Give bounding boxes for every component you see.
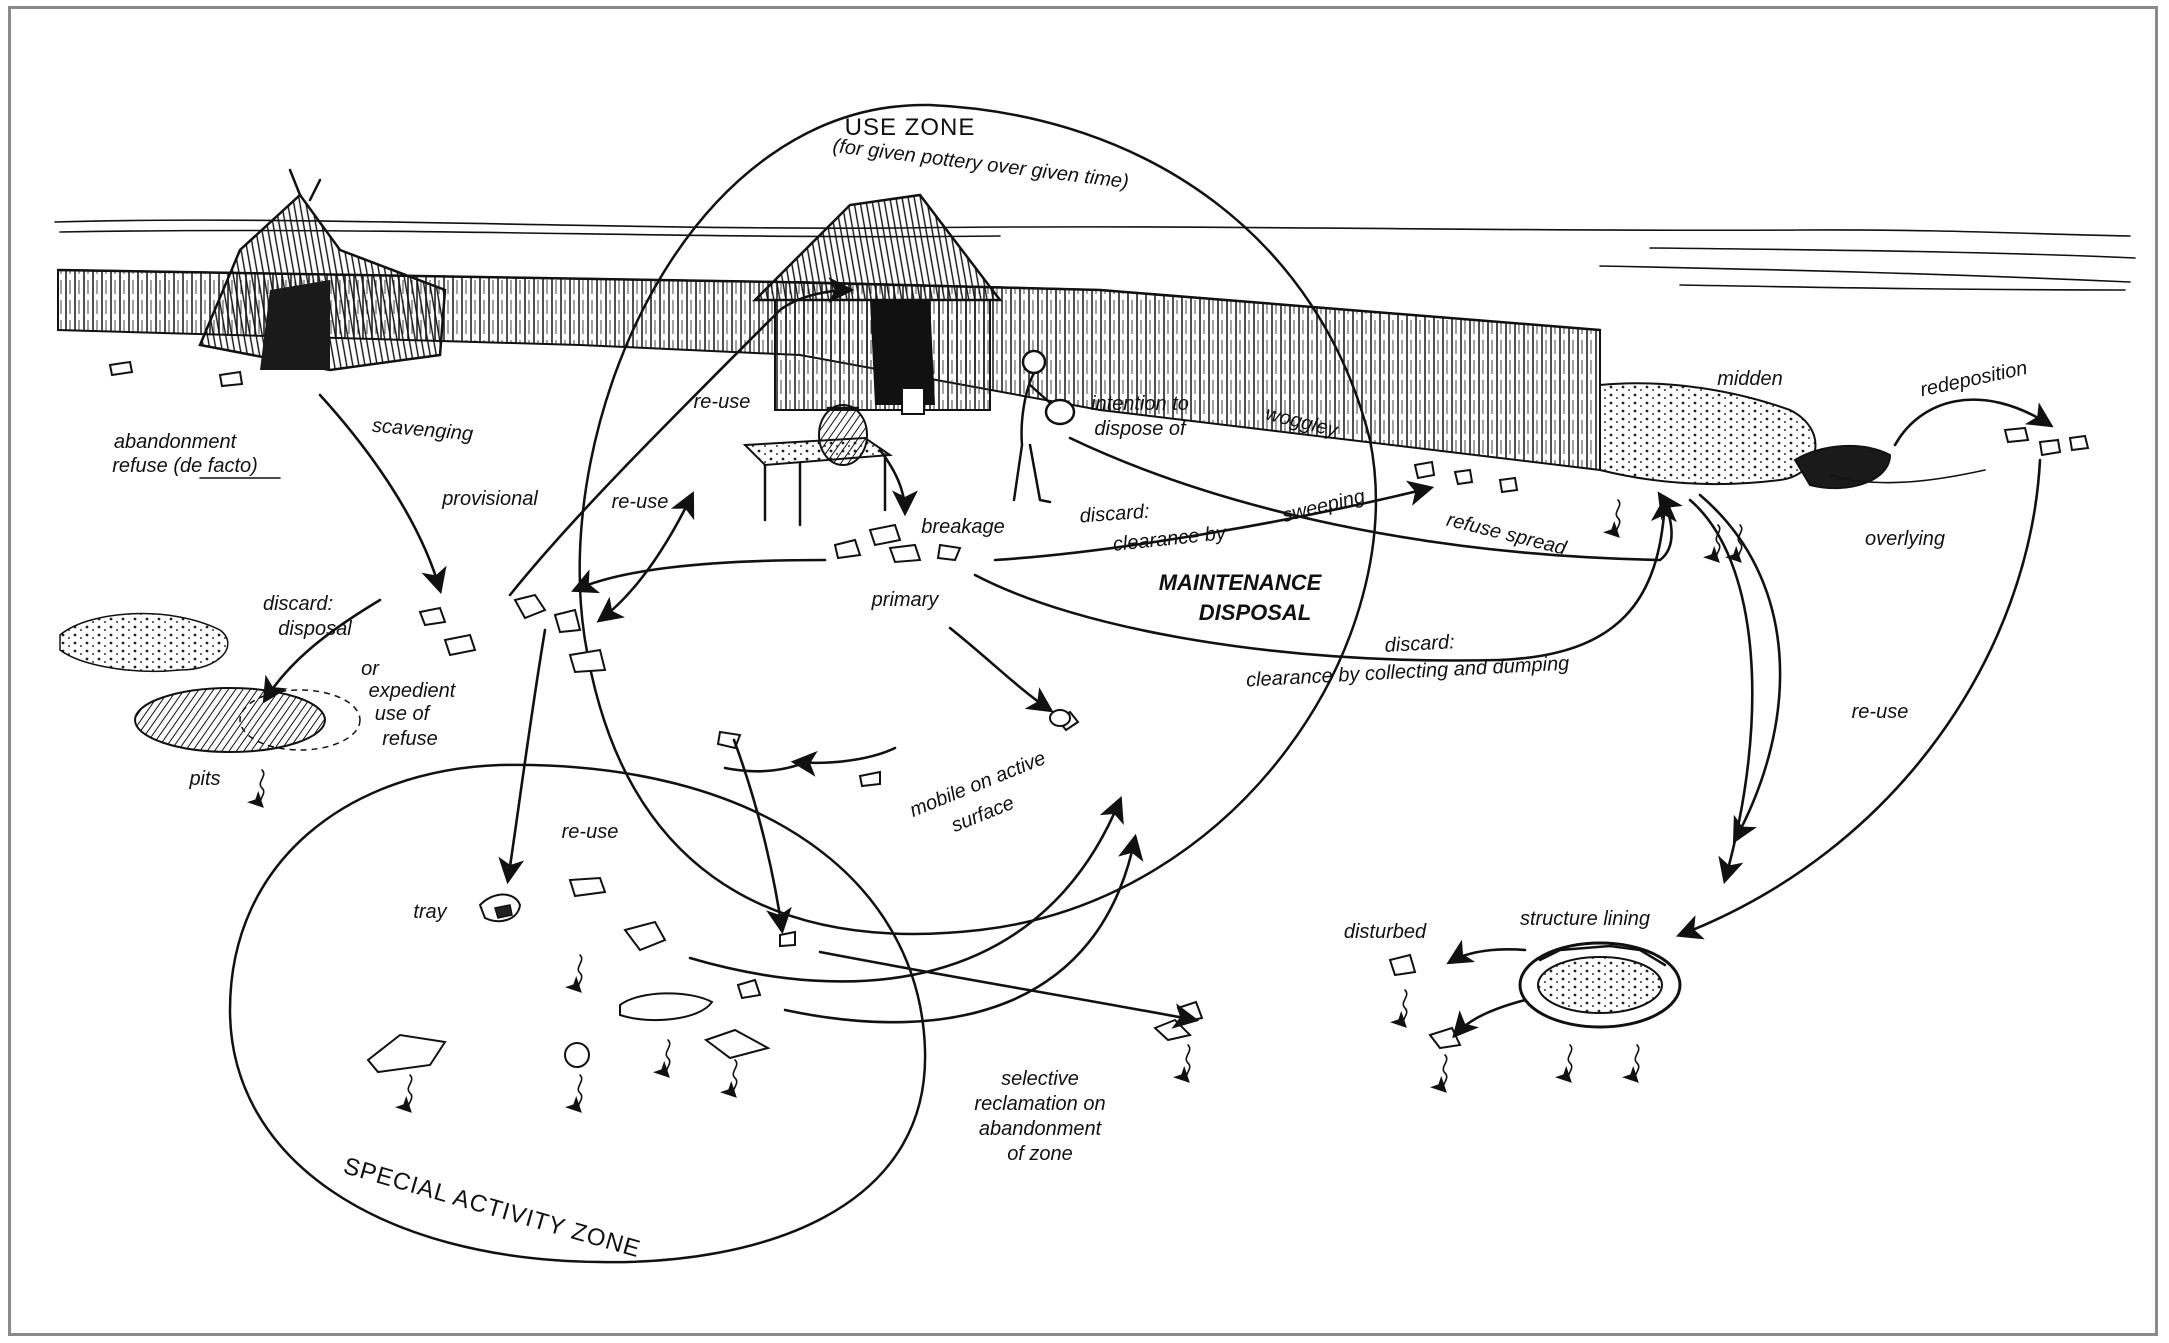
structure-lining-label: structure lining [1520, 908, 1650, 930]
redeposition-label: redeposition [1918, 357, 2029, 401]
refuse-de-facto-label: refuse (de facto) [112, 455, 258, 477]
selective-label-4: of zone [1007, 1143, 1073, 1165]
maintenance-label: MAINTENANCE [1159, 570, 1323, 595]
person-carrying-pot [1012, 349, 1076, 504]
or-label: or [361, 658, 380, 680]
structure-lining-pit [1518, 941, 1682, 1029]
disturbed-label: disturbed [1344, 921, 1427, 943]
reuse-label-special: re-use [562, 821, 619, 843]
expedient-label-2: use of [375, 703, 432, 725]
selective-label-1: selective [1001, 1068, 1079, 1090]
intention-label-1: intention to [1091, 393, 1189, 415]
sherds [108, 360, 2090, 1074]
reuse-label-mid: re-use [612, 491, 669, 513]
selective-label-2: reclamation on [974, 1093, 1105, 1115]
primary-label: primary [871, 589, 940, 611]
abandoned-hut [198, 168, 447, 372]
discard-disposal-label-1: discard: [263, 593, 333, 615]
disposal-label: DISPOSAL [1199, 600, 1311, 625]
deposition-markers [246, 499, 1743, 1113]
flow-arrows [262, 277, 2054, 1039]
tray-label: tray [413, 901, 447, 923]
reuse-label-right: re-use [1852, 701, 1909, 723]
midden [1599, 382, 1986, 490]
discard-collect-label-2: clearance by collecting and dumping [1246, 653, 1570, 692]
expedient-label-3: refuse [382, 728, 438, 750]
use-zone [578, 103, 1378, 936]
pits [59, 612, 361, 753]
breakage-label: breakage [921, 516, 1004, 538]
scavenging-label: scavenging [371, 415, 474, 446]
discard-sweep-label-2: clearance by [1112, 522, 1228, 556]
overlying-label: overlying [1865, 528, 1945, 550]
discard-sweep-label-1: discard: [1079, 501, 1150, 528]
table-with-pot [742, 404, 893, 527]
pits-label: pits [188, 768, 220, 790]
special-activity-zone-label: SPECIAL ACTIVITY ZONE [340, 1152, 643, 1263]
intention-label-2: dispose of [1094, 418, 1188, 440]
discard-disposal-label-2: disposal [278, 618, 352, 640]
expedient-label-1: expedient [369, 680, 457, 702]
use-zone-subtitle: (for given pottery over given time) [832, 135, 1130, 193]
special-activity-zone [228, 763, 927, 1264]
selective-label-3: abandonment [979, 1118, 1103, 1140]
abandonment-label: abandonment [114, 431, 238, 453]
midden-label: midden [1717, 368, 1783, 390]
discard-collect-label-1: discard: [1384, 631, 1455, 657]
central-hut [751, 193, 1003, 415]
reuse-label-top: re-use [694, 391, 751, 413]
provisional-label: provisional [441, 488, 538, 510]
use-zone-title: USE ZONE [845, 114, 976, 141]
